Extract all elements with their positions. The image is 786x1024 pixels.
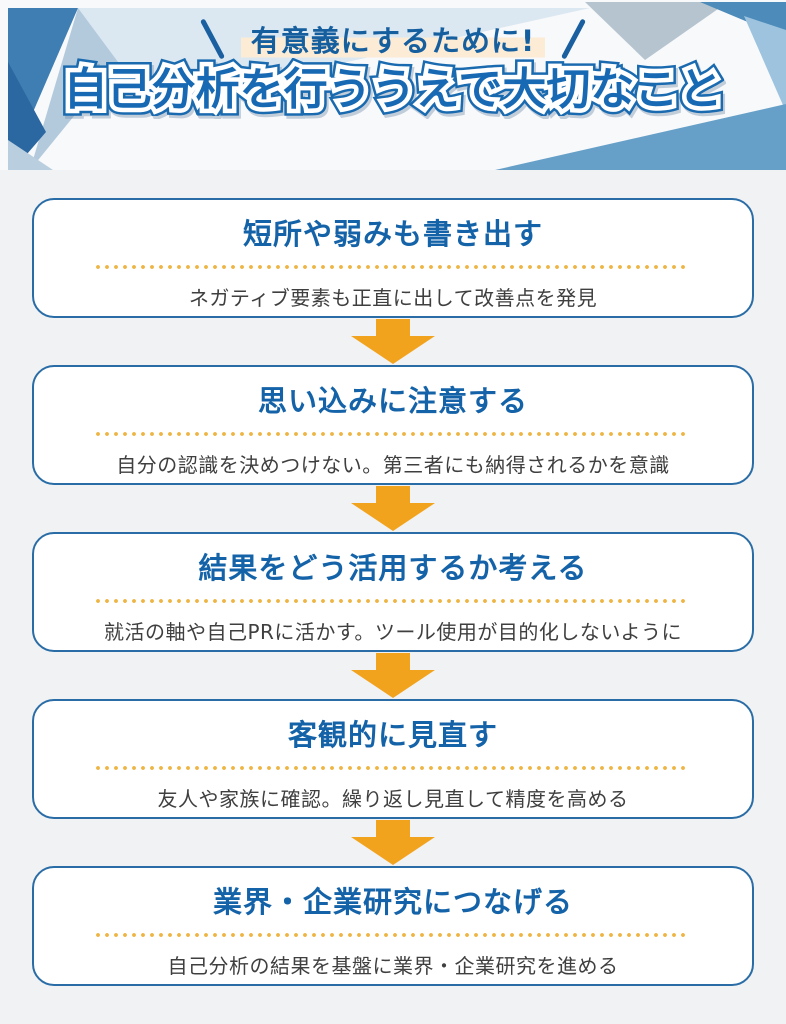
step-description: ネガティブ要素も正直に出して改善点を発見 <box>188 286 598 310</box>
header: 有意義にするために! 自己分析を行ううえで大切なこと 自己分析を行ううえで大切な… <box>0 0 786 170</box>
dotted-divider <box>96 265 690 269</box>
header-tagline: 有意義にするために! <box>240 18 546 60</box>
dotted-divider <box>96 599 690 603</box>
arrow-row <box>32 318 754 365</box>
step-title: 客観的に見直す <box>287 718 498 752</box>
step-card-5: 業界・企業研究につなげる 自己分析の結果を基盤に業界・企業研究を進める <box>32 866 754 986</box>
down-arrow-icon <box>351 820 435 865</box>
dotted-divider <box>96 432 690 436</box>
step-title: 思い込みに注意する <box>257 384 528 418</box>
page-title-outline-layer: 自己分析を行ううえで大切なこと <box>57 57 730 122</box>
dotted-divider <box>96 933 690 937</box>
down-arrow-icon <box>351 653 435 698</box>
step-description: 自己分析の結果を基盤に業界・企業研究を進める <box>167 954 619 978</box>
backslash-decoration-icon <box>199 18 225 60</box>
forward-slash-decoration-icon <box>561 18 587 60</box>
page-title-text: 自己分析を行ううえで大切なこと <box>63 64 723 115</box>
step-card-4: 客観的に見直す 友人や家族に確認。繰り返し見直して精度を高める <box>32 699 754 819</box>
arrow-row <box>32 652 754 699</box>
page-title-white-stroke-layer: 自己分析を行ううえで大切なこと <box>59 60 727 120</box>
step-title: 結果をどう活用するか考える <box>198 551 588 585</box>
down-arrow-icon <box>351 486 435 531</box>
step-description: 友人や家族に確認。繰り返し見直して精度を高める <box>157 787 629 811</box>
steps-flow: 短所や弱みも書き出す ネガティブ要素も正直に出して改善点を発見 思い込みに注意す… <box>0 170 786 986</box>
arrow-row <box>32 819 754 866</box>
step-description: 就活の軸や自己PRに活かす。ツール使用が目的化しないように <box>103 620 683 644</box>
arrow-row <box>32 485 754 532</box>
step-title: 業界・企業研究につなげる <box>212 885 573 919</box>
down-arrow-icon <box>351 319 435 364</box>
step-card-2: 思い込みに注意する 自分の認識を決めつけない。第三者にも納得されるかを意識 <box>32 365 754 485</box>
step-card-1: 短所や弱みも書き出す ネガティブ要素も正直に出して改善点を発見 <box>32 198 754 318</box>
step-title: 短所や弱みも書き出す <box>242 217 543 251</box>
step-card-3: 結果をどう活用するか考える 就活の軸や自己PRに活かす。ツール使用が目的化しない… <box>32 532 754 652</box>
dotted-divider <box>96 766 690 770</box>
step-description: 自分の認識を決めつけない。第三者にも納得されるかを意識 <box>116 453 670 477</box>
page-title: 自己分析を行ううえで大切なこと 自己分析を行ううえで大切なこと 自己分析を行うう… <box>0 57 786 122</box>
header-tagline-row: 有意義にするために! <box>0 0 786 60</box>
